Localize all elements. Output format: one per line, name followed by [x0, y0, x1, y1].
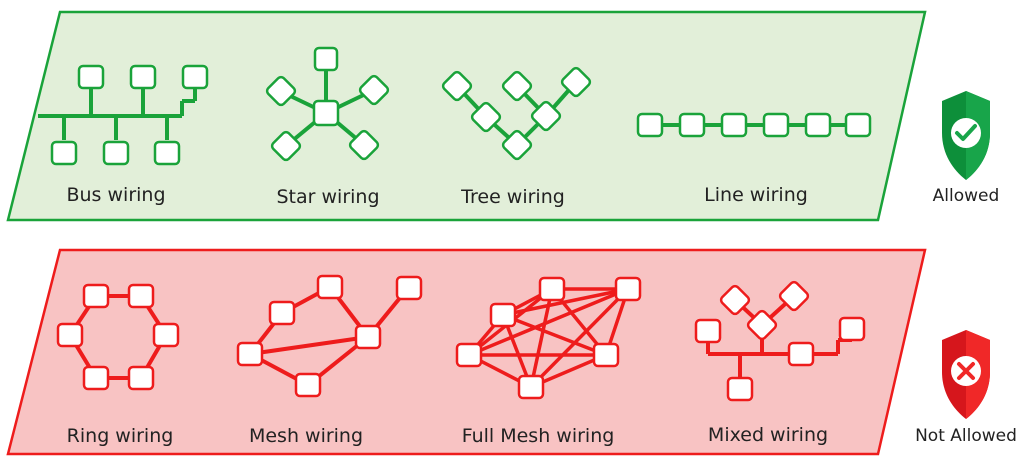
bus-node [181, 64, 209, 90]
tree-node [470, 101, 502, 133]
mesh-topology [236, 274, 423, 398]
star-node [358, 74, 390, 106]
bus-node [102, 140, 130, 166]
mixed-topology [694, 280, 866, 402]
label-full-mesh-wiring: Full Mesh wiring [461, 425, 615, 447]
mesh-node [354, 324, 382, 350]
full-mesh-node [517, 374, 545, 400]
mesh-node [395, 275, 423, 301]
label-tree-wiring: Tree wiring [461, 186, 565, 208]
label-star-wiring: Star wiring [276, 186, 380, 208]
mesh-node [316, 274, 344, 300]
mixed-node [719, 284, 751, 316]
tree-node [501, 70, 533, 102]
bus-node [153, 140, 181, 166]
mesh-node [236, 341, 264, 367]
label-bus-wiring: Bus wiring [66, 184, 166, 206]
mixed-node [726, 376, 754, 402]
full-mesh-node [455, 342, 483, 368]
full-mesh-node [592, 342, 620, 368]
status-not-allowed: Not Allowed [915, 426, 1017, 446]
bus-node [77, 64, 105, 90]
tree-node [560, 66, 592, 98]
shield-check-icon [942, 91, 990, 180]
line-node [844, 112, 872, 138]
label-line-wiring: Line wiring [704, 184, 808, 206]
full-mesh-node [614, 276, 642, 302]
allowed-panel [6, 10, 927, 222]
mixed-node [778, 280, 810, 312]
shield-x-icon [942, 330, 990, 419]
star-node [265, 75, 297, 107]
bus-topology [38, 64, 209, 166]
ring-node [82, 365, 110, 391]
line-node [678, 112, 706, 138]
star-node [270, 130, 302, 162]
ring-topology [56, 283, 180, 391]
star-node-center [312, 99, 340, 127]
label-mesh-wiring: Mesh wiring [248, 425, 364, 447]
mixed-node [746, 309, 778, 341]
mixed-node [694, 318, 722, 344]
label-mixed-wiring: Mixed wiring [707, 424, 829, 446]
bus-node [50, 140, 78, 166]
ring-node [127, 283, 155, 309]
tree-node [501, 129, 533, 161]
full-mesh-node [538, 276, 566, 302]
bus-node [129, 64, 157, 90]
ring-node [152, 322, 180, 348]
ring-node [82, 283, 110, 309]
tree-node [530, 100, 562, 132]
mixed-node [838, 316, 866, 342]
line-node [804, 112, 832, 138]
ring-node [56, 322, 84, 348]
ring-node [127, 365, 155, 391]
line-node [762, 112, 790, 138]
tree-node [441, 70, 473, 102]
mixed-node [787, 341, 815, 367]
label-ring-wiring: Ring wiring [66, 425, 174, 447]
star-topology [265, 46, 390, 162]
star-node [313, 46, 339, 72]
status-allowed: Allowed [932, 186, 1000, 206]
full-mesh-topology [455, 276, 642, 400]
full-mesh-node [489, 302, 517, 328]
mesh-node [268, 300, 296, 326]
line-node [720, 112, 748, 138]
mesh-node [294, 372, 322, 398]
tree-topology [441, 66, 592, 161]
line-node [636, 112, 664, 138]
star-node [348, 129, 380, 161]
line-topology [636, 112, 872, 138]
